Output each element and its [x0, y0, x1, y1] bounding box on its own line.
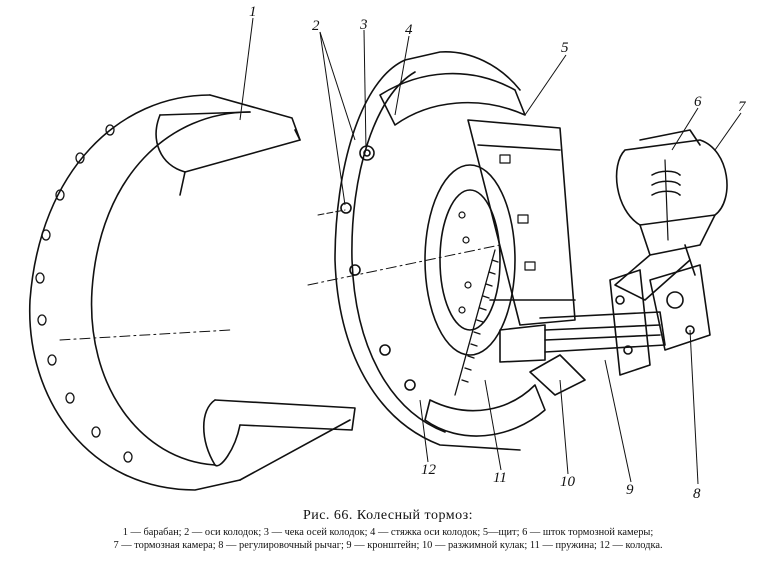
callout-9: 9	[626, 482, 634, 498]
caption-title: Рис. 66. Колесный тормоз:	[302, 508, 474, 523]
brake-drum	[29, 94, 356, 491]
callout-12: 12	[421, 462, 437, 478]
callout-2: 2	[312, 18, 320, 34]
callout-6: 6	[694, 94, 702, 110]
callout-5: 5	[561, 40, 569, 56]
callout-7: 7	[738, 99, 747, 115]
callout-4: 4	[405, 22, 413, 38]
callout-3: 3	[359, 17, 368, 33]
cam-shaft-assembly	[499, 269, 666, 396]
legend-line-1: 1 — барабан; 2 — оси колодок; 3 — чека о…	[122, 527, 654, 538]
figure-caption: Рис. 66. Колесный тормоз: 1 — барабан; 2…	[0, 508, 776, 552]
brake-exploded-drawing: 1 2 3 4 5 6 7 8 9 10 11 12	[29, 4, 747, 502]
brake-chamber	[614, 129, 728, 301]
callout-11: 11	[493, 470, 507, 486]
legend-line-2: 7 — тормозная камера; 8 — регулировочный…	[113, 540, 663, 551]
drum-bolt-holes	[35, 124, 133, 463]
brake-shoe	[379, 72, 576, 437]
callout-1: 1	[249, 4, 257, 20]
backing-plate	[307, 51, 521, 451]
callout-8: 8	[693, 486, 701, 502]
return-spring	[454, 249, 499, 396]
callout-leaders	[239, 17, 742, 485]
callout-10: 10	[560, 474, 576, 490]
